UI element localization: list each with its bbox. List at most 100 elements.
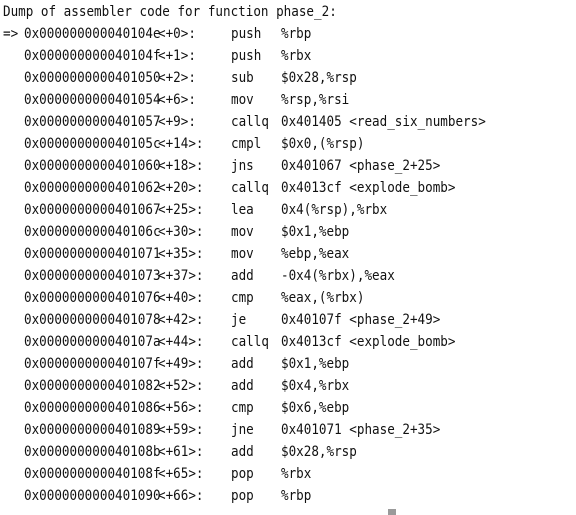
- instruction-operands: 0x4013cf <explode_bomb>: [281, 334, 456, 350]
- instruction-address: 0x000000000040106c: [24, 224, 161, 240]
- instruction-operands: 0x401071 <phase_2+35>: [281, 422, 441, 438]
- instruction-mnemonic: jne: [231, 422, 254, 438]
- asm-line: 0x0000000000401090 <+66>: pop %rbp: [0, 485, 576, 507]
- instruction-mnemonic: je: [231, 312, 247, 328]
- instruction-operands: %rbx: [281, 48, 312, 64]
- instruction-address: 0x000000000040107f: [24, 356, 161, 372]
- instruction-offset: <+65>:: [158, 466, 204, 482]
- instruction-address: 0x0000000000401076: [24, 290, 161, 306]
- asm-line: 0x0000000000401089 <+59>: jne 0x401071 <…: [0, 419, 576, 441]
- instruction-mnemonic: push: [231, 48, 262, 64]
- instruction-mnemonic: mov: [231, 92, 254, 108]
- instruction-mnemonic: cmp: [231, 400, 254, 416]
- asm-line: 0x000000000040105c <+14>: cmpl $0x0,(%rs…: [0, 133, 576, 155]
- instruction-mnemonic: cmpl: [231, 136, 262, 152]
- instruction-address: 0x000000000040104e: [24, 26, 161, 42]
- instruction-address: 0x000000000040108b: [24, 444, 161, 460]
- asm-line: 0x000000000040106c <+30>: mov $0x1,%ebp: [0, 221, 576, 243]
- dump-header: Dump of assembler code for function phas…: [3, 4, 337, 20]
- instruction-mnemonic: lea: [231, 202, 254, 218]
- asm-line: 0x000000000040104f <+1>: push %rbx: [0, 45, 576, 67]
- asm-line: 0x0000000000401057 <+9>: callq 0x401405 …: [0, 111, 576, 133]
- instruction-address: 0x0000000000401073: [24, 268, 161, 284]
- instruction-operands: 0x4013cf <explode_bomb>: [281, 180, 456, 196]
- instruction-mnemonic: sub: [231, 70, 254, 86]
- instruction-offset: <+37>:: [158, 268, 204, 284]
- instruction-mnemonic: mov: [231, 224, 254, 240]
- instruction-mnemonic: pop: [231, 466, 254, 482]
- instruction-operands: $0x6,%ebp: [281, 400, 350, 416]
- instruction-mnemonic: callq: [231, 334, 269, 350]
- instruction-address: 0x0000000000401062: [24, 180, 161, 196]
- asm-line: 0x000000000040107a <+44>: callq 0x4013cf…: [0, 331, 576, 353]
- instruction-offset: <+44>:: [158, 334, 204, 350]
- instruction-address: 0x0000000000401086: [24, 400, 161, 416]
- asm-line: 0x000000000040108f <+65>: pop %rbx: [0, 463, 576, 485]
- asm-line: 0x0000000000401062 <+20>: callq 0x4013cf…: [0, 177, 576, 199]
- asm-line: 0x0000000000401086 <+56>: cmp $0x6,%ebp: [0, 397, 576, 419]
- instruction-offset: <+40>:: [158, 290, 204, 306]
- instruction-mnemonic: pop: [231, 488, 254, 504]
- instruction-mnemonic: callq: [231, 114, 269, 130]
- instruction-mnemonic: add: [231, 378, 254, 394]
- instruction-operands: 0x401405 <read_six_numbers>: [281, 114, 486, 130]
- instruction-operands: %rbx: [281, 466, 312, 482]
- instruction-address: 0x0000000000401071: [24, 246, 161, 262]
- instruction-mnemonic: callq: [231, 180, 269, 196]
- asm-line: 0x0000000000401082 <+52>: add $0x4,%rbx: [0, 375, 576, 397]
- instruction-offset: <+61>:: [158, 444, 204, 460]
- instruction-offset: <+25>:: [158, 202, 204, 218]
- instruction-offset: <+56>:: [158, 400, 204, 416]
- instruction-offset: <+9>:: [158, 114, 196, 130]
- instruction-address: 0x0000000000401067: [24, 202, 161, 218]
- instruction-operands: %rsp,%rsi: [281, 92, 350, 108]
- instruction-mnemonic: add: [231, 444, 254, 460]
- asm-line: 0x000000000040107f <+49>: add $0x1,%ebp: [0, 353, 576, 375]
- instruction-offset: <+1>:: [158, 48, 196, 64]
- asm-line: 0x000000000040108b <+61>: add $0x28,%rsp: [0, 441, 576, 463]
- instruction-address: 0x0000000000401090: [24, 488, 161, 504]
- instruction-address: 0x0000000000401078: [24, 312, 161, 328]
- instruction-address: 0x0000000000401089: [24, 422, 161, 438]
- instruction-offset: <+49>:: [158, 356, 204, 372]
- current-instruction-marker: =>: [3, 26, 19, 42]
- instruction-mnemonic: cmp: [231, 290, 254, 306]
- instruction-offset: <+35>:: [158, 246, 204, 262]
- instruction-offset: <+14>:: [158, 136, 204, 152]
- instruction-operands: -0x4(%rbx),%eax: [281, 268, 395, 284]
- instruction-operands: $0x1,%ebp: [281, 224, 350, 240]
- asm-line: 0x0000000000401060 <+18>: jns 0x401067 <…: [0, 155, 576, 177]
- instruction-operands: 0x40107f <phase_2+49>: [281, 312, 441, 328]
- asm-line: 0x0000000000401073 <+37>: add -0x4(%rbx)…: [0, 265, 576, 287]
- instruction-offset: <+66>:: [158, 488, 204, 504]
- instruction-offset: <+52>:: [158, 378, 204, 394]
- instruction-operands: 0x4(%rsp),%rbx: [281, 202, 388, 218]
- instruction-address: 0x000000000040107a: [24, 334, 161, 350]
- instruction-address: 0x000000000040104f: [24, 48, 161, 64]
- instruction-mnemonic: add: [231, 268, 254, 284]
- terminal-cursor: [388, 509, 396, 515]
- instruction-mnemonic: add: [231, 356, 254, 372]
- instruction-address: 0x0000000000401082: [24, 378, 161, 394]
- instruction-offset: <+30>:: [158, 224, 204, 240]
- instruction-address: 0x000000000040108f: [24, 466, 161, 482]
- instruction-offset: <+59>:: [158, 422, 204, 438]
- asm-line: 0x0000000000401054 <+6>: mov %rsp,%rsi: [0, 89, 576, 111]
- instruction-address: 0x0000000000401057: [24, 114, 161, 130]
- instruction-address: 0x000000000040105c: [24, 136, 161, 152]
- instruction-mnemonic: jns: [231, 158, 254, 174]
- instruction-mnemonic: push: [231, 26, 262, 42]
- instruction-offset: <+18>:: [158, 158, 204, 174]
- instruction-offset: <+20>:: [158, 180, 204, 196]
- asm-line: 0x0000000000401071 <+35>: mov %ebp,%eax: [0, 243, 576, 265]
- asm-line: 0x0000000000401078 <+42>: je 0x40107f <p…: [0, 309, 576, 331]
- instruction-offset: <+6>:: [158, 92, 196, 108]
- instruction-operands: $0x28,%rsp: [281, 444, 357, 460]
- instruction-operands: $0x0,(%rsp): [281, 136, 365, 152]
- asm-line: 0x0000000000401067 <+25>: lea 0x4(%rsp),…: [0, 199, 576, 221]
- asm-line: 0x0000000000401050 <+2>: sub $0x28,%rsp: [0, 67, 576, 89]
- instruction-address: 0x0000000000401054: [24, 92, 161, 108]
- instruction-mnemonic: mov: [231, 246, 254, 262]
- instruction-operands: %rbp: [281, 26, 312, 42]
